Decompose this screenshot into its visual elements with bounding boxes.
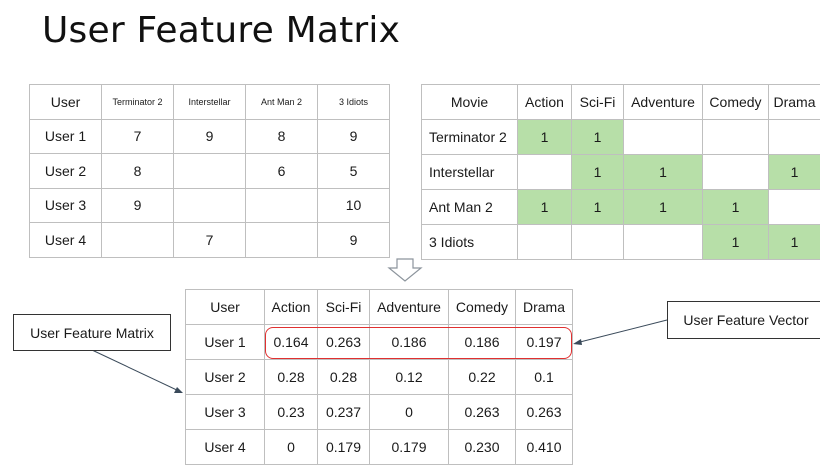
- table-row: User 1 7 9 8 9: [29, 118, 390, 154]
- movie-feature-cell: 1: [571, 119, 624, 155]
- movie-feature-cell: 1: [623, 189, 703, 225]
- ratings-header-cell: Terminator 2: [101, 84, 174, 120]
- ratings-cell: 8: [245, 118, 318, 154]
- ratings-cell: 5: [317, 153, 390, 189]
- ratings-cell: 7: [173, 222, 246, 258]
- user-feature-value: 0.179: [369, 429, 449, 465]
- movie-features-table: Movie Action Sci-Fi Adventure Comedy Dra…: [421, 84, 820, 260]
- user-features-header-cell: Sci-Fi: [317, 289, 370, 325]
- movie-feature-cell: 1: [571, 154, 624, 190]
- user-feature-value: 0.1: [515, 359, 573, 395]
- movie-feature-cell: [623, 224, 703, 260]
- movie-feature-cell: 1: [517, 189, 572, 225]
- table-row: Interstellar 1 1 1: [421, 154, 820, 190]
- user-features-header-cell: Action: [264, 289, 318, 325]
- user-feature-value: 0.186: [448, 324, 516, 360]
- user-feature-value: 0.28: [317, 359, 370, 395]
- user-feature-value: 0.410: [515, 429, 573, 465]
- ratings-header-cell: User: [29, 84, 102, 120]
- ratings-header-row: User Terminator 2 Interstellar Ant Man 2…: [29, 84, 390, 120]
- user-feature-vector-callout: User Feature Vector: [667, 301, 820, 339]
- movie-header-cell: Drama: [768, 84, 820, 120]
- movie-feature-cell: [517, 154, 572, 190]
- movie-header-cell: Comedy: [702, 84, 769, 120]
- user-feature-value: 0.197: [515, 324, 573, 360]
- vector-pointer-line: [575, 319, 668, 344]
- movie-feature-cell: [702, 119, 769, 155]
- user-feature-value: 0.237: [317, 394, 370, 430]
- table-row: User 4 7 9: [29, 222, 390, 258]
- user-feature-value: 0.263: [317, 324, 370, 360]
- user-feature-value: 0.263: [515, 394, 573, 430]
- ratings-user-cell: User 4: [29, 222, 102, 258]
- vector-pointer-arrowhead: [573, 339, 582, 345]
- movie-feature-cell: [768, 189, 820, 225]
- user-features-table: User Action Sci-Fi Adventure Comedy Dram…: [185, 289, 573, 465]
- user-feature-value: 0: [264, 429, 318, 465]
- table-row: 3 Idiots 1 1: [421, 224, 820, 260]
- movie-feature-cell: 1: [768, 154, 820, 190]
- user-features-user-cell: User 3: [185, 394, 265, 430]
- user-features-header-cell: Adventure: [369, 289, 449, 325]
- ratings-cell: 9: [317, 118, 390, 154]
- movie-name-cell: 3 Idiots: [421, 224, 518, 260]
- ratings-cell: 10: [317, 187, 390, 223]
- matrix-pointer-line: [91, 349, 182, 393]
- ratings-table: User Terminator 2 Interstellar Ant Man 2…: [29, 84, 390, 258]
- movie-feature-cell: [702, 154, 769, 190]
- table-row: User 4 0 0.179 0.179 0.230 0.410: [185, 429, 573, 465]
- ratings-user-cell: User 3: [29, 187, 102, 223]
- user-features-header-row: User Action Sci-Fi Adventure Comedy Dram…: [185, 289, 573, 325]
- user-features-user-cell: User 4: [185, 429, 265, 465]
- table-row: Terminator 2 1 1: [421, 119, 820, 155]
- ratings-user-cell: User 2: [29, 153, 102, 189]
- user-feature-value: 0.12: [369, 359, 449, 395]
- user-feature-value: 0: [369, 394, 449, 430]
- user-feature-matrix-callout: User Feature Matrix: [13, 314, 171, 351]
- movie-feature-cell: [768, 119, 820, 155]
- ratings-header-cell: 3 Idiots: [317, 84, 390, 120]
- movie-feature-cell: 1: [702, 189, 769, 225]
- ratings-cell: [245, 187, 318, 223]
- table-row: User 1 0.164 0.263 0.186 0.186 0.197: [185, 324, 573, 360]
- user-feature-value: 0.23: [264, 394, 318, 430]
- movie-feature-cell: [571, 224, 624, 260]
- table-row: Ant Man 2 1 1 1 1: [421, 189, 820, 225]
- table-row: User 2 0.28 0.28 0.12 0.22 0.1: [185, 359, 573, 395]
- movie-name-cell: Terminator 2: [421, 119, 518, 155]
- movie-header-cell: Adventure: [623, 84, 703, 120]
- movie-name-cell: Ant Man 2: [421, 189, 518, 225]
- down-arrow-icon: [387, 258, 423, 282]
- movie-feature-cell: 1: [768, 224, 820, 260]
- ratings-header-cell: Interstellar: [173, 84, 246, 120]
- user-feature-value: 0.263: [448, 394, 516, 430]
- matrix-pointer-arrowhead: [174, 387, 183, 393]
- ratings-cell: [245, 222, 318, 258]
- ratings-cell: [173, 153, 246, 189]
- ratings-cell: 9: [317, 222, 390, 258]
- user-feature-value: 0.186: [369, 324, 449, 360]
- ratings-header-cell: Ant Man 2: [245, 84, 318, 120]
- user-features-header-cell: Drama: [515, 289, 573, 325]
- user-feature-value: 0.22: [448, 359, 516, 395]
- user-features-header-cell: User: [185, 289, 265, 325]
- table-row: User 3 0.23 0.237 0 0.263 0.263: [185, 394, 573, 430]
- user-features-header-cell: Comedy: [448, 289, 516, 325]
- user-features-user-cell: User 1: [185, 324, 265, 360]
- movie-feature-cell: 1: [702, 224, 769, 260]
- ratings-cell: 7: [101, 118, 174, 154]
- user-feature-value: 0.179: [317, 429, 370, 465]
- movie-feature-cell: 1: [517, 119, 572, 155]
- movie-feature-cell: [517, 224, 572, 260]
- movie-header-row: Movie Action Sci-Fi Adventure Comedy Dra…: [421, 84, 820, 120]
- movie-feature-cell: 1: [623, 154, 703, 190]
- table-row: User 2 8 6 5: [29, 153, 390, 189]
- user-features-user-cell: User 2: [185, 359, 265, 395]
- user-feature-value: 0.230: [448, 429, 516, 465]
- ratings-user-cell: User 1: [29, 118, 102, 154]
- page-title: User Feature Matrix: [42, 10, 401, 51]
- user-1-vector-highlight: [265, 327, 572, 359]
- user-feature-value: 0.28: [264, 359, 318, 395]
